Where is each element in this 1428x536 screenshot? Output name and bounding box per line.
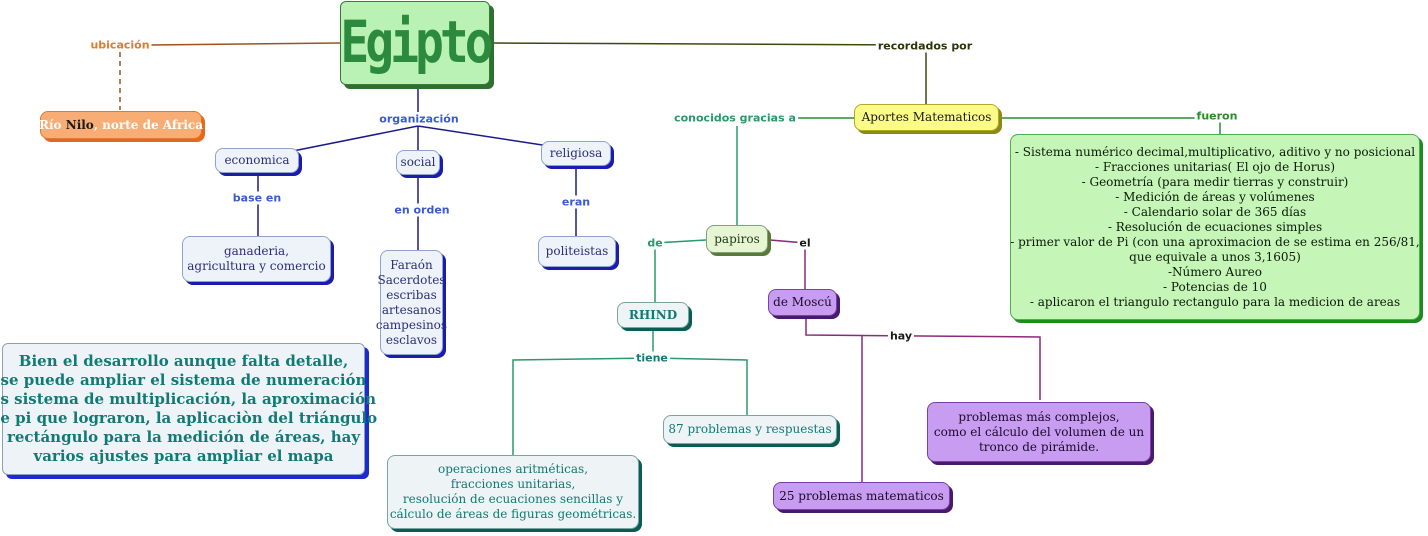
economica-title: economica [224, 153, 290, 167]
complejos-line-1: problemas más complejos, [958, 409, 1120, 424]
complejos-node[interactable]: problemas más complejos, como el cálculo… [927, 402, 1151, 462]
moscu-title: de Moscú [773, 295, 832, 309]
link-label-base-en: base en [230, 191, 284, 205]
fueron-item-4: - Medición de áreas y volúmenes [1115, 189, 1315, 204]
rhind-title: RHIND [628, 307, 678, 322]
economica-node[interactable]: economica [215, 148, 299, 173]
economica-detail-node[interactable]: ganaderia, agricultura y comercio [182, 236, 331, 282]
title-text: Egipto [340, 9, 493, 77]
comment-note[interactable]: Bien el desarrollo aunque falta detalle,… [0, 343, 377, 475]
aportes-title: Aportes Matematicos [861, 110, 992, 124]
link-label-recordados: recordados por [875, 39, 975, 53]
link-label-eran: eran [559, 195, 593, 209]
moscu-node[interactable]: de Moscú [768, 289, 837, 316]
comment-line-6: varios ajustes para ampliar el mapa [33, 447, 334, 465]
fueron-item-3: - Geometría (para medir tierras y constr… [1081, 174, 1349, 189]
link-label-ubicacion: ubicación [88, 38, 152, 52]
social-detail-line-2: Sacerdotes [377, 272, 446, 287]
social-detail-node[interactable]: Faraón Sacerdotes escribas artesanos cam… [376, 250, 447, 355]
problemas87-text: 87 problemas y respuestas [668, 422, 832, 436]
papiros-title: papiros [714, 231, 760, 246]
fueron-item-8: que equivale a unos 3,1605) [1129, 249, 1301, 264]
fueron-item-7: - primer valor de Pi (con una aproximaci… [1010, 234, 1420, 249]
title-node[interactable]: Egipto [340, 1, 494, 85]
link-label-de: de [645, 236, 665, 250]
link-tiene-right [652, 357, 748, 415]
operaciones-line-4: cálculo de áreas de figuras geométricas. [389, 507, 637, 521]
link-label-tiene: tiene [634, 351, 670, 365]
papiros-node[interactable]: papiros [706, 225, 768, 253]
ubicacion-part-2: Nilo [65, 117, 94, 132]
problemas25-text: 25 problemas matematicos [779, 488, 944, 503]
social-detail-line-3: escribas [386, 287, 437, 302]
religiosa-detail-node[interactable]: politeistas [538, 236, 616, 267]
social-detail-line-1: Faraón [390, 257, 433, 272]
social-detail-line-4: artesanos [381, 302, 442, 317]
fueron-detail-node[interactable]: - Sistema numérico decimal,multiplicativ… [1010, 134, 1420, 320]
complejos-line-3: tronco de pirámide. [978, 439, 1100, 454]
operaciones-node[interactable]: operaciones aritméticas, fracciones unit… [387, 455, 639, 529]
comment-line-1: Bien el desarrollo aunque falta detalle, [18, 352, 349, 370]
link-label-conocidos: conocidos gracias a [672, 111, 798, 125]
comment-line-5: rectángulo para la medición de áreas, ha… [6, 428, 361, 446]
economica-detail-line-1: ganaderia, [223, 244, 290, 258]
link-de [654, 239, 707, 305]
link-label-en-orden: en orden [392, 203, 452, 217]
social-detail-line-5: campesinos [375, 317, 448, 332]
link-label-fueron: fueron [1194, 109, 1240, 123]
link-tiene-left [512, 357, 654, 455]
link-ubicacion [149, 42, 341, 46]
fueron-item-6: - Resolución de ecuaciones simples [1107, 219, 1323, 234]
operaciones-line-2: fracciones unitarias, [450, 477, 576, 491]
comment-line-2: se puede ampliar el sistema de numeració… [0, 371, 367, 389]
fueron-item-1: - Sistema numérico decimal,multiplicativ… [1014, 144, 1416, 159]
operaciones-line-3: resolución de ecuaciones sencillas y [402, 492, 624, 506]
social-title: social [400, 155, 436, 169]
religiosa-detail-text: politeistas [545, 244, 609, 258]
religiosa-node[interactable]: religiosa [541, 141, 611, 166]
social-detail-line-6: esclavos [385, 332, 438, 347]
problemas87-node[interactable]: 87 problemas y respuestas [663, 415, 837, 444]
link-recordados [491, 42, 926, 46]
religiosa-title: religiosa [549, 146, 603, 160]
aportes-node[interactable]: Aportes Matematicos [854, 104, 999, 131]
link-hay [805, 318, 1041, 400]
rhind-node[interactable]: RHIND [617, 302, 689, 328]
fueron-item-2: - Fracciones unitarias( El ojo de Horus) [1094, 159, 1336, 174]
economica-detail-line-2: agricultura y comercio [187, 259, 326, 273]
social-node[interactable]: social [396, 150, 440, 175]
ubicacion-part-1: Río [39, 117, 66, 132]
ubicacion-node[interactable]: Río Nilo, norte de Africa [39, 111, 204, 139]
fueron-item-5: - Calendario solar de 365 días [1123, 204, 1307, 219]
link-label-organizacion: organización [377, 112, 461, 126]
comment-line-3: es sistema de multiplicación, la aproxim… [0, 390, 377, 408]
fueron-item-10: - Potencias de 10 [1163, 279, 1267, 294]
fueron-item-9: -Número Aureo [1168, 264, 1262, 279]
ubicacion-part-3: , norte de Africa [93, 117, 204, 132]
link-label-hay: hay [887, 329, 915, 343]
comment-line-4: de pi que lograron, la aplicaciòn del tr… [0, 409, 378, 427]
fueron-item-11: - aplicaron el triangulo rectangulo para… [1029, 294, 1401, 309]
operaciones-line-1: operaciones aritméticas, [437, 462, 589, 476]
problemas25-node[interactable]: 25 problemas matematicos [773, 482, 950, 510]
complejos-line-2: como el cálculo del volumen de un [933, 424, 1145, 439]
link-label-el: el [797, 236, 813, 250]
